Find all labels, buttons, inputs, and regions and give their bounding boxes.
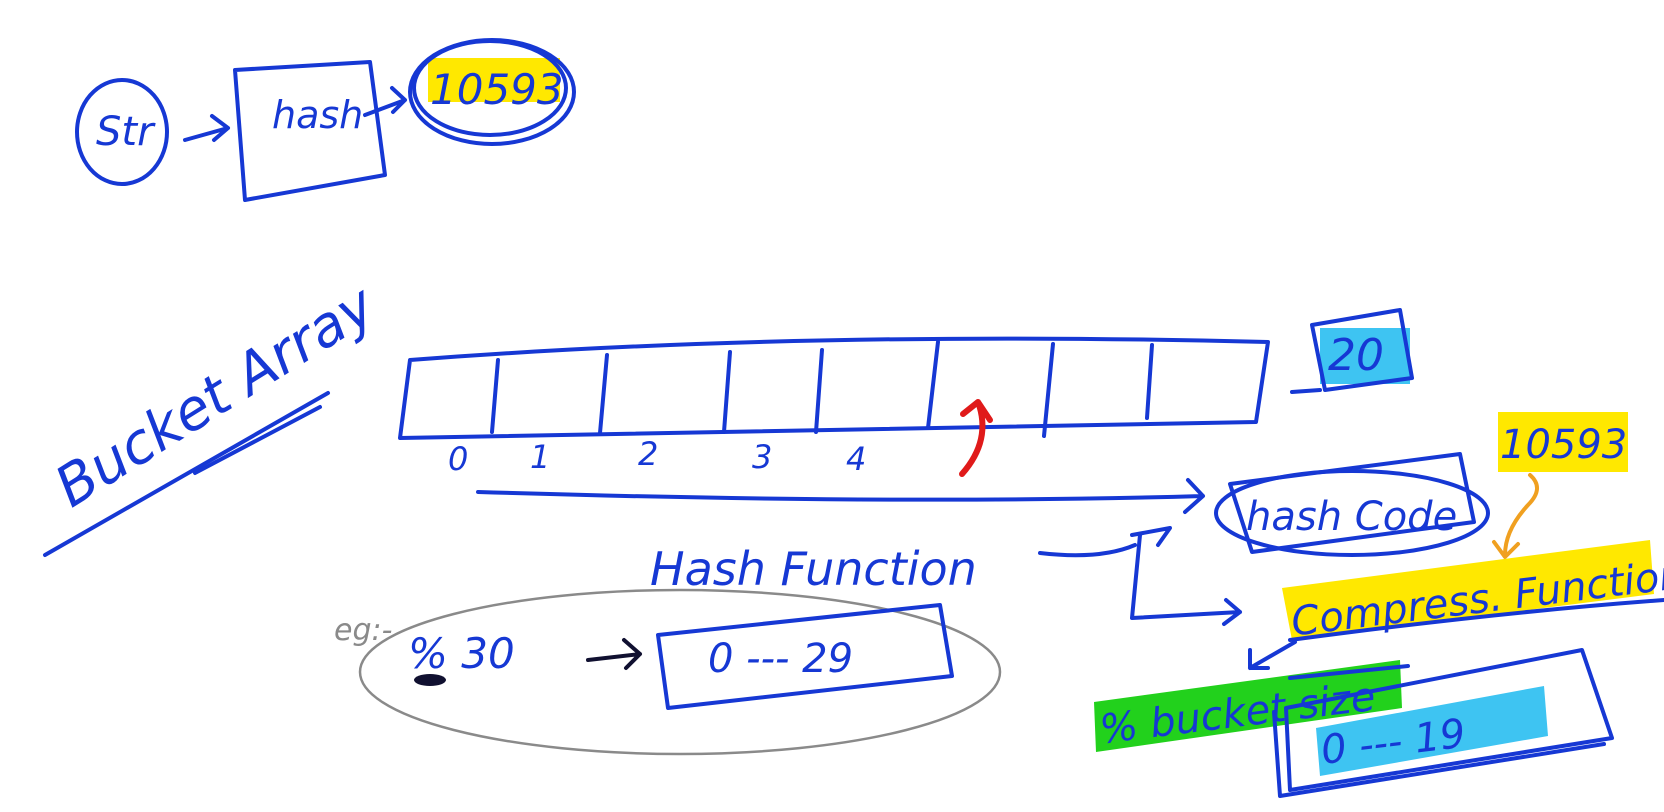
arrow-hash-to-output: [363, 86, 407, 117]
bucket-array-underline: [43, 391, 330, 557]
range-highlight: [1316, 686, 1548, 776]
hash-function-bracket: [1038, 526, 1242, 626]
output-highlight: [428, 58, 560, 102]
hash-code-circle: [1214, 469, 1490, 557]
bucket-index-3: 3: [752, 438, 772, 476]
compression-underline: [1288, 598, 1664, 642]
output-value: 10593: [430, 65, 564, 114]
orange-arrow: [1492, 473, 1539, 559]
mod-underline: [1288, 664, 1410, 680]
arrow-to-mod: [1248, 640, 1297, 670]
size-box: [1290, 308, 1414, 394]
hash-code-box: [1228, 452, 1476, 554]
example-smudge: [414, 674, 446, 686]
bucket-index-4: 4: [846, 440, 866, 478]
hash-code-value-highlight: [1498, 412, 1628, 472]
bucket-array-cells: [398, 336, 1270, 440]
bucket-array-underline-2: [193, 405, 322, 475]
example-section: eg:- % 30 0 --- 29: [334, 588, 1002, 756]
bucket-cell-dividers: [490, 340, 1154, 438]
example-prefix: eg:-: [334, 613, 392, 648]
bucket-index-2: 2: [638, 435, 658, 473]
hash-box-label: hash: [272, 93, 363, 137]
size-highlight: [1320, 328, 1410, 384]
hash-code-label: hash Code: [1246, 494, 1457, 540]
compression-highlight: [1282, 540, 1654, 640]
mod-highlight: [1094, 660, 1402, 752]
example-oval: [358, 588, 1002, 756]
arrow-str-to-hash: [183, 114, 230, 142]
bucket-array-size: 20: [1328, 330, 1384, 381]
example-operation: % 30: [408, 629, 515, 678]
hash-function-title: Hash Function: [650, 542, 977, 596]
range-box: [1272, 648, 1614, 798]
bucket-array-title: Bucket Array: [44, 272, 387, 520]
str-circle: [75, 78, 169, 186]
example-arrow: [586, 638, 642, 670]
bucket-index-1: 1: [530, 438, 550, 476]
red-pointer-arrow: [959, 399, 993, 477]
output-circle-2: [412, 39, 568, 137]
bucket-index-0: 0: [448, 440, 468, 478]
hash-code-value: 10593: [1500, 422, 1627, 468]
example-range-box: [656, 603, 954, 710]
hash-box: [233, 60, 387, 202]
str-label: Str: [96, 109, 156, 155]
long-arrow-to-hashcode: [476, 478, 1205, 514]
top-flow: Str hash 10593: [75, 38, 576, 202]
bucket-array-section: Bucket Array 0 1 2 3 4 20: [43, 272, 1414, 557]
example-range: 0 --- 29: [708, 636, 853, 682]
